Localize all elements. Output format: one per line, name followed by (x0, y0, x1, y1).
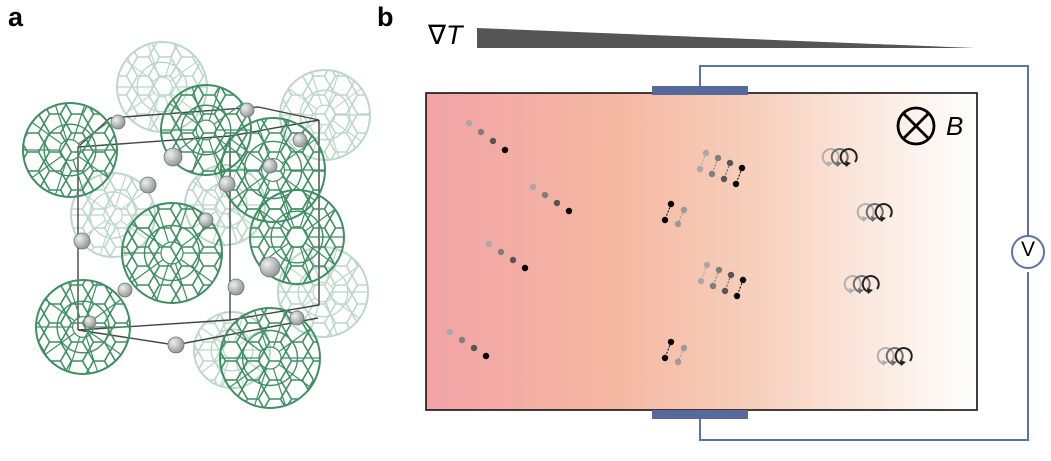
atom-6 (292, 132, 308, 148)
pair-group-1 (697, 261, 747, 300)
atom-7 (73, 232, 91, 250)
bottom-wire (699, 272, 1029, 441)
top-wire (699, 65, 1029, 236)
circled-cross-icon (896, 106, 936, 146)
atom-8 (198, 212, 214, 228)
fullerene-front-5 (35, 279, 131, 375)
cyclotron-orbit-icon-3 (876, 347, 913, 366)
panel-b-label: b (377, 2, 394, 32)
atom-5 (262, 158, 278, 174)
fullerene-front-4 (121, 202, 223, 304)
atom-14 (83, 315, 97, 329)
cyclotron-orbits (821, 148, 913, 366)
diffusing-carriers (446, 119, 573, 360)
diffusing-carrier-0 (465, 119, 509, 154)
atom-9 (259, 256, 281, 278)
atom-10 (227, 278, 245, 296)
atom-3 (139, 176, 157, 194)
cyclotron-orbit-icon-1 (856, 203, 893, 222)
atom-1 (239, 102, 255, 118)
pair-trail-0 (674, 206, 688, 228)
fullerene-front-6 (219, 307, 321, 409)
paired-carriers (661, 149, 747, 366)
temperature-gradient-wedge (477, 28, 975, 48)
cyclotron-orbit-icon-2 (843, 275, 880, 294)
sample-bar (425, 92, 978, 411)
diffusing-carrier-3 (446, 328, 490, 360)
diffusing-carrier-1 (529, 183, 573, 215)
atom-12 (289, 310, 305, 326)
temperature-gradient-label: ∇T (428, 20, 463, 50)
panel-a-label: a (8, 2, 24, 32)
atom-11 (117, 282, 133, 298)
pair-trail-1 (674, 344, 688, 366)
pair-single-0 (661, 200, 675, 224)
pair-group-0 (696, 149, 746, 188)
voltmeter-label: V (1020, 238, 1035, 261)
magnetic-field-label: B (946, 111, 964, 141)
pair-single-1 (661, 338, 675, 362)
top-electrode (652, 86, 748, 95)
fullerene-front-0 (22, 102, 118, 198)
atom-4 (218, 175, 236, 193)
cyclotron-orbit-icon-0 (821, 148, 858, 167)
cation-atoms (73, 102, 308, 354)
diffusing-carrier-2 (485, 240, 529, 272)
atom-2 (163, 147, 183, 167)
atom-13 (167, 336, 185, 354)
voltmeter-icon (1011, 235, 1045, 269)
bottom-electrode (652, 410, 748, 419)
atom-0 (110, 114, 126, 130)
